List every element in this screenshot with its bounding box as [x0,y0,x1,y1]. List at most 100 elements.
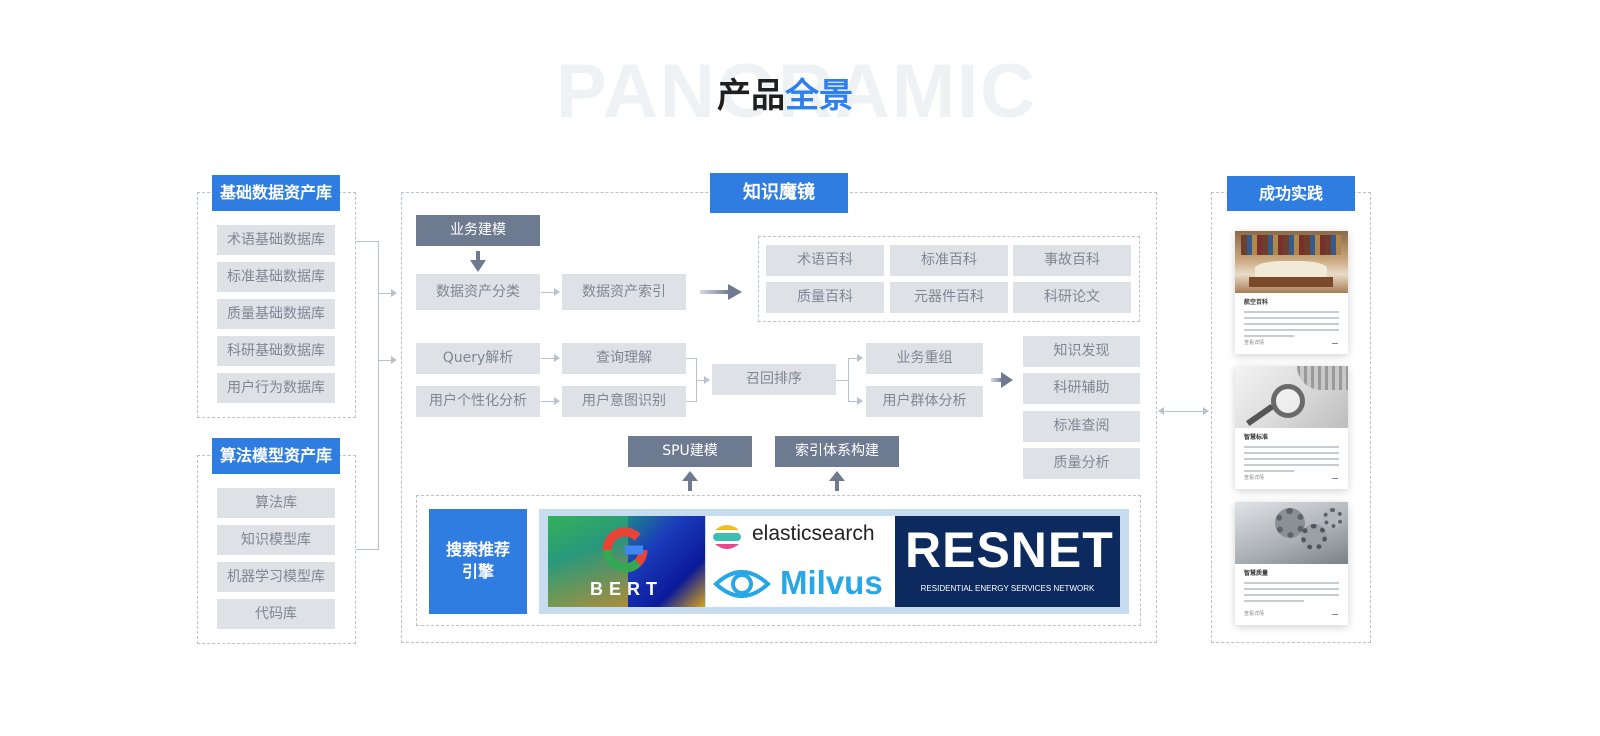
flow-connector [696,380,705,381]
wiki-item-2: 事故百科 [1013,245,1131,276]
wiki-item-1: 标准百科 [890,245,1008,276]
card-text-line [1244,458,1339,460]
output-item-3: 质量分析 [1023,448,1140,479]
basic-item-0: 术语基础数据库 [217,225,335,255]
watermark-text: PANORAMIC [556,49,1038,134]
flow-connector [541,292,555,293]
arrow-right-icon [391,289,397,297]
case-card-aviation[interactable]: 航空百科 查看详情 [1235,231,1348,354]
google-g-icon [602,527,648,573]
query-understand-box: 查询理解 [562,343,686,374]
arrow-right-icon [1203,407,1209,415]
business-modeling-box: 业务建模 [416,215,540,246]
algo-model-header: 算法模型资产库 [212,438,340,474]
card-text-line [1244,446,1339,448]
magnifier-image [1235,366,1348,428]
output-item-0: 知识发现 [1023,336,1140,367]
arrow-left-icon [1158,407,1164,415]
engine-panel [416,495,1141,626]
arrow-right-bold-icon [700,284,742,300]
card-text-line [1244,335,1294,337]
flow-connector [848,401,858,402]
query-parse-box: Query解析 [416,343,540,374]
card-dash [1332,343,1338,344]
resnet-subtitle: RESIDENTIAL ENERGY SERVICES NETWORK [920,584,1095,593]
flow-connector [848,358,858,359]
arrow-right-icon [554,354,560,362]
card-more-link[interactable]: 查看详情 [1244,611,1265,617]
algo-item-0: 算法库 [217,488,335,518]
basic-item-2: 质量基础数据库 [217,299,335,329]
resnet-logo: RESNET RESIDENTIAL ENERGY SERVICES NETWO… [895,516,1120,607]
left-connector [356,241,378,242]
output-item-2: 标准查阅 [1023,411,1140,442]
card-dash [1332,478,1338,479]
flow-connector [686,358,696,359]
algo-item-1: 知识模型库 [217,525,335,555]
left-connector [378,293,392,294]
arrow-right-icon [554,288,560,296]
card-title: 智慧质量 [1244,570,1269,577]
basic-item-3: 科研基础数据库 [217,336,335,366]
arrow-right-icon [391,356,397,364]
title-part2: 全景 [785,76,853,116]
basic-item-1: 标准基础数据库 [217,262,335,292]
knowledge-mirror-header: 知识魔镜 [710,173,848,213]
left-connector [378,360,392,361]
elasticsearch-icon [713,525,741,549]
group-analysis-box: 用户群体分析 [866,386,983,417]
card-text-line [1244,452,1339,454]
card-more-link[interactable]: 查看详情 [1244,475,1265,481]
bidirectional-connector [1163,411,1203,412]
card-dash [1332,614,1338,615]
card-text-line [1244,464,1339,466]
arrow-down-icon [470,251,486,272]
title-part1: 产品 [717,76,785,116]
gears-image [1235,502,1348,564]
card-text-line [1244,600,1304,602]
personal-analysis-box: 用户个性化分析 [416,386,540,417]
bert-logo: BERT [548,516,705,607]
card-text-line [1244,594,1339,596]
card-title: 智慧标准 [1244,434,1269,441]
arrow-right-icon [554,397,560,405]
asset-classify-box: 数据资产分类 [416,274,540,310]
recall-rank-box: 召回排序 [712,364,836,395]
page-title: 产品全景 [600,74,970,118]
card-text-line [1244,323,1339,325]
wiki-item-4: 元器件百科 [890,282,1008,313]
books-image [1235,231,1348,293]
spu-modeling-box: SPU建模 [628,436,752,467]
card-text-line [1244,582,1339,584]
flow-connector [541,401,555,402]
wiki-item-0: 术语百科 [766,245,884,276]
output-item-1: 科研辅助 [1023,373,1140,404]
index-build-box: 索引体系构建 [775,436,899,467]
card-title: 航空百科 [1244,299,1269,306]
basic-item-4: 用户行为数据库 [217,373,335,403]
card-more-link[interactable]: 查看详情 [1244,340,1265,346]
arrow-right-icon [704,376,710,384]
card-text-line [1244,311,1339,313]
arrow-up-icon [682,471,698,491]
algo-item-2: 机器学习模型库 [217,562,335,592]
flow-connector [836,380,848,381]
arrow-right-bold-icon [991,372,1013,388]
arrow-up-icon [829,471,845,491]
asset-index-box: 数据资产索引 [562,274,686,310]
case-card-standard[interactable]: 智慧标准 查看详情 [1235,366,1348,489]
business-regroup-box: 业务重组 [866,343,983,374]
flow-connector [848,358,849,402]
resnet-text: RESNET [905,522,1114,578]
elastic-milvus-logo: elasticsearch Milvus [706,516,895,607]
card-text-line [1244,329,1339,331]
card-text-line [1244,317,1339,319]
arrow-right-icon [857,397,863,405]
card-text-line [1244,588,1339,590]
success-header: 成功实践 [1227,176,1355,211]
case-card-quality[interactable]: 智慧质量 查看详情 [1235,502,1348,625]
wiki-item-3: 质量百科 [766,282,884,313]
card-text-line [1244,470,1294,472]
wiki-panel [758,236,1140,322]
basic-data-header: 基础数据资产库 [212,175,340,211]
